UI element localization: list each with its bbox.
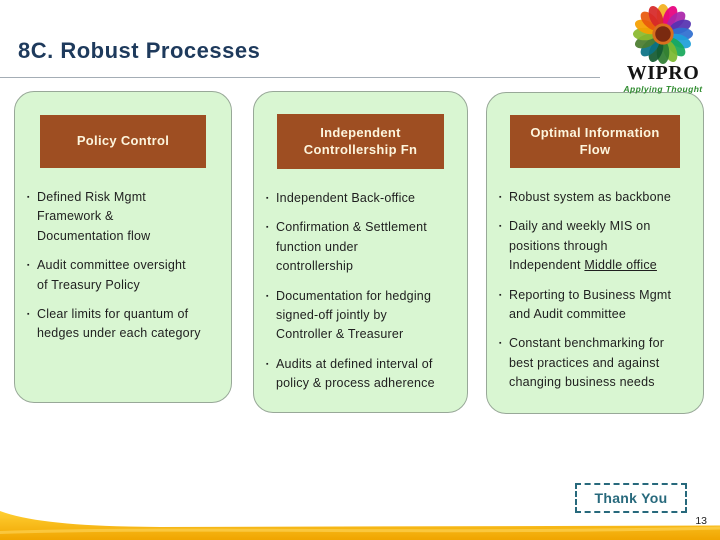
underlined-text: Middle office <box>584 258 657 273</box>
panel-header: Independent Controllership Fn <box>277 114 444 169</box>
bullet-text: Audits at defined interval of policy & p… <box>276 356 435 390</box>
brand-tagline: Applying Thought <box>623 84 703 94</box>
bullet-text: Documentation for hedging signed-off joi… <box>276 288 432 342</box>
bullet-icon: ▪ <box>499 223 502 231</box>
brand-wordmark: WIPRO <box>626 62 700 84</box>
bullet-text: Reporting to Business Mgmt and Audit com… <box>509 287 672 321</box>
bullet-icon: ▪ <box>499 194 502 201</box>
bullet-list: ▪ Defined Risk Mgmt Framework & Document… <box>15 188 231 344</box>
bullet-icon: ▪ <box>27 262 30 270</box>
bullet-icon: ▪ <box>266 195 269 202</box>
flower-icon <box>632 3 694 65</box>
bullet-list: ▪ Independent Back-office ▪ Confirmation… <box>254 189 467 393</box>
bullet-item: ▪ Reporting to Business Mgmt and Audit c… <box>499 286 695 325</box>
bullet-item: ▪ Daily and weekly MIS on positions thro… <box>499 217 695 275</box>
page-number: 13 <box>695 515 707 527</box>
bullet-item: ▪ Clear limits for quantum of hedges und… <box>27 305 223 344</box>
page-title: 8C. Robust Processes <box>18 38 261 63</box>
bullet-icon: ▪ <box>499 340 502 348</box>
bullet-icon: ▪ <box>499 291 502 299</box>
title-underline <box>0 77 600 78</box>
bullet-item: ▪ Robust system as backbone <box>499 188 695 207</box>
bullet-text: Robust system as backbone <box>509 190 672 204</box>
bullet-icon: ▪ <box>27 194 30 201</box>
bullet-list: ▪ Robust system as backbone ▪ Daily and … <box>487 188 703 392</box>
thank-you-box: Thank You <box>575 483 687 513</box>
wipro-logo: WIPRO Applying Thought <box>616 2 710 94</box>
bullet-text: Clear limits for quantum of hedges under… <box>37 306 201 341</box>
bullet-item: ▪ Audit committee oversight of Treasury … <box>27 256 223 295</box>
bullet-item: ▪ Documentation for hedging signed-off j… <box>266 287 459 345</box>
bullet-item: ▪ Constant benchmarking for best practic… <box>499 334 695 392</box>
bullet-icon: ▪ <box>27 310 30 318</box>
bullet-text: Independent Back-office <box>276 191 416 205</box>
bullet-text: Defined Risk Mgmt Framework & Documentat… <box>37 190 151 243</box>
bullet-item: ▪ Independent Back-office <box>266 189 459 208</box>
bullet-icon: ▪ <box>266 360 269 368</box>
panel-optimal-information-flow: Optimal Information Flow ▪ Robust system… <box>486 92 704 414</box>
bullet-item: ▪ Confirmation & Settlement function und… <box>266 218 459 276</box>
bullet-text: Confirmation & Settlement function under… <box>276 220 427 274</box>
bullet-icon: ▪ <box>266 224 269 232</box>
bullet-item: ▪ Audits at defined interval of policy &… <box>266 355 459 394</box>
bullet-item: ▪ Defined Risk Mgmt Framework & Document… <box>27 188 223 246</box>
panel-header: Optimal Information Flow <box>510 115 680 168</box>
panel-independent-controllership: Independent Controllership Fn ▪ Independ… <box>253 91 468 413</box>
bullet-text: Constant benchmarking for best practices… <box>509 336 665 389</box>
bottom-swoosh-graphic <box>0 511 720 540</box>
panel-header: Policy Control <box>40 115 206 168</box>
bullet-text: Daily and weekly MIS on positions throug… <box>509 219 657 273</box>
panel-policy-control: Policy Control ▪ Defined Risk Mgmt Frame… <box>14 91 232 403</box>
bullet-text: Audit committee oversight of Treasury Po… <box>37 258 186 292</box>
bullet-icon: ▪ <box>266 292 269 300</box>
